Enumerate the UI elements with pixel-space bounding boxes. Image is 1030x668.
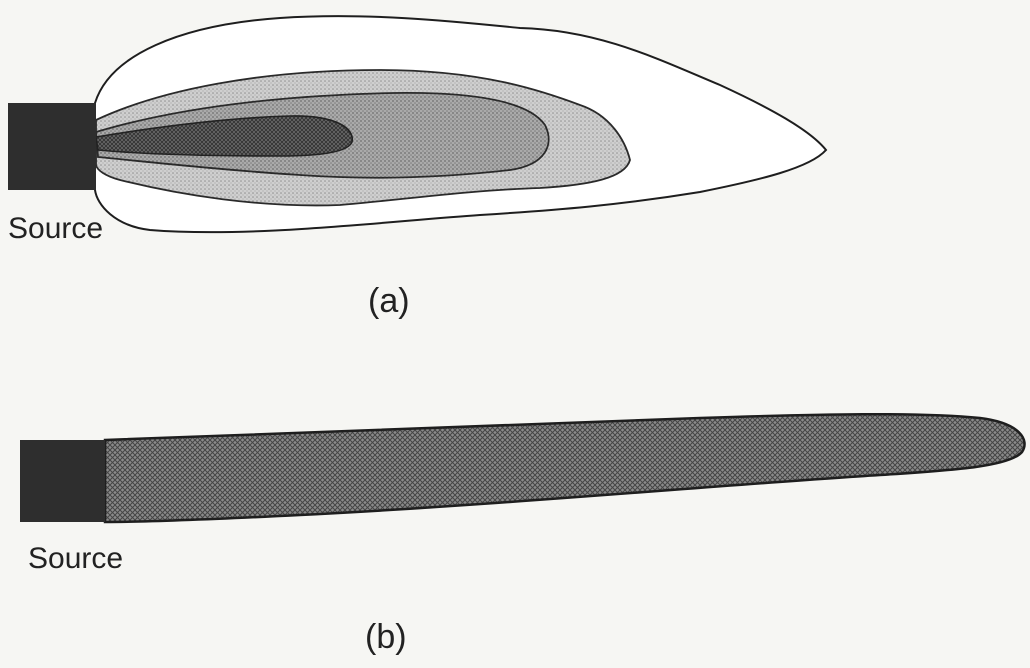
- panel-a-caption: (a): [368, 282, 410, 320]
- source-label-a: Source: [8, 212, 103, 245]
- plume-b-body: [105, 414, 1025, 522]
- panel-b: Source (b): [20, 414, 1025, 656]
- panel-b-caption: (b): [365, 618, 407, 656]
- panel-a: Source (a): [8, 16, 826, 320]
- source-label-b: Source: [28, 542, 123, 575]
- source-block-b: [20, 440, 105, 522]
- source-block-a: [8, 103, 96, 190]
